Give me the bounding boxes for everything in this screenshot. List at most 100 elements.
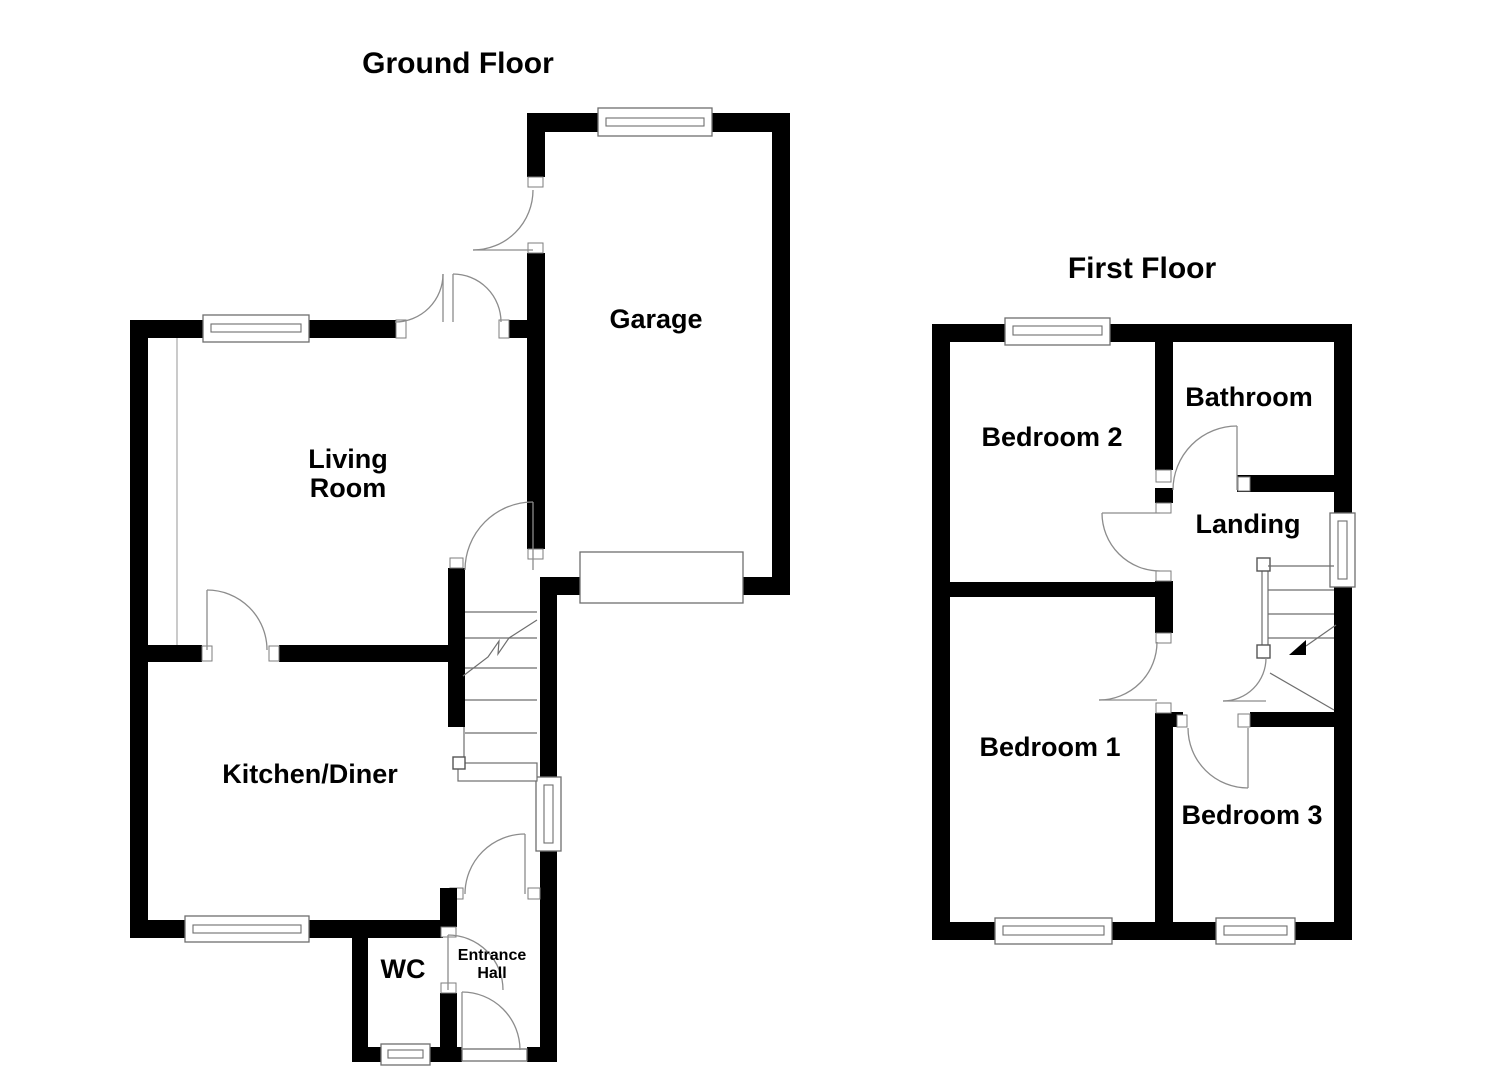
ground-floor-plan: Ground Floor	[130, 47, 790, 1066]
door-frame	[1155, 632, 1172, 644]
wall	[527, 113, 545, 177]
wall	[457, 1047, 462, 1062]
first-floor-title: First Floor	[1068, 252, 1217, 285]
living-hall-door	[464, 501, 534, 571]
door-frame	[527, 176, 544, 188]
wall	[527, 1047, 557, 1062]
door-arc	[461, 991, 521, 1051]
bedroom1-door	[1098, 632, 1172, 714]
stair-under-line	[1269, 672, 1335, 711]
window-glazing	[1012, 325, 1103, 336]
door-arc	[394, 273, 444, 323]
ground-floor-title: Ground Floor	[362, 47, 554, 80]
room-label-bedroom2: Bedroom 2	[981, 422, 1122, 452]
stair-bottom-step	[457, 762, 538, 782]
living-room-window	[202, 314, 310, 343]
wall	[148, 645, 202, 662]
wall	[932, 324, 950, 940]
wall	[307, 320, 397, 338]
stair-arrow	[1289, 640, 1306, 655]
window-glazing	[605, 117, 705, 127]
stair-newel	[452, 756, 466, 770]
wall	[352, 920, 368, 1062]
door-frame	[449, 557, 464, 569]
door-arc	[472, 189, 534, 251]
door-frame	[1237, 476, 1251, 492]
stair-rail	[1261, 562, 1269, 659]
wall	[950, 582, 1155, 597]
door-arc	[1187, 727, 1249, 789]
door-frame	[1237, 713, 1251, 728]
window-glazing	[1002, 925, 1105, 936]
door-arc	[1222, 657, 1267, 702]
window-glazing	[192, 924, 302, 934]
door-arc	[452, 273, 502, 323]
wall	[440, 645, 448, 662]
stair-break-line	[462, 619, 538, 677]
door-arc	[464, 833, 526, 895]
wall	[1155, 713, 1173, 922]
wall	[1155, 342, 1173, 470]
door-arc	[1172, 425, 1238, 491]
stair-newel	[1256, 557, 1271, 572]
window-glazing	[387, 1049, 424, 1059]
wall	[440, 993, 457, 1047]
door-arc	[1101, 512, 1161, 572]
wall	[1155, 581, 1173, 633]
front-door	[461, 991, 528, 1062]
bedroom3-window	[1215, 917, 1296, 945]
room-label-landing: Landing	[1196, 509, 1301, 539]
door-frame	[1155, 502, 1172, 514]
stair-direction-line	[1305, 624, 1337, 647]
staircase-first	[1222, 557, 1337, 711]
hall-entrance-door	[449, 833, 541, 900]
window-glazing	[1337, 520, 1348, 580]
landing-window	[1329, 512, 1356, 588]
door-arc	[464, 501, 534, 571]
bedroom2-window	[1004, 317, 1111, 346]
bedroom2-door	[1101, 502, 1172, 582]
window-glazing	[1223, 925, 1288, 936]
wall	[1334, 324, 1352, 513]
wc-window	[380, 1043, 431, 1066]
door-frame	[1155, 702, 1172, 714]
room-label-garage: Garage	[609, 304, 702, 334]
wall	[130, 320, 205, 338]
room-label-bedroom3: Bedroom 3	[1181, 800, 1322, 830]
wall	[540, 595, 557, 778]
door-arc	[206, 589, 268, 651]
window-glazing	[543, 784, 554, 844]
wall	[1237, 475, 1352, 492]
french-doors	[394, 273, 510, 339]
wall	[440, 888, 457, 927]
wc-door	[440, 926, 504, 994]
wall	[505, 320, 529, 338]
staircase-ground	[452, 611, 538, 782]
door-frame	[1176, 714, 1188, 728]
room-label-wc: WC	[381, 954, 426, 984]
wall	[148, 920, 187, 938]
kitchen-living-door	[201, 589, 280, 662]
wall	[279, 645, 465, 662]
bedroom3-door	[1176, 713, 1251, 789]
stair-newel	[1256, 644, 1271, 659]
bathroom-door	[1155, 425, 1251, 492]
wall	[1155, 488, 1173, 503]
wall	[1250, 712, 1352, 727]
bedroom1-window	[994, 917, 1113, 945]
landing-stair-door	[1222, 657, 1267, 702]
wall	[932, 324, 1352, 342]
wall	[307, 920, 443, 938]
door-frame	[395, 319, 407, 339]
wall	[428, 1047, 457, 1062]
room-label-kitchen-diner: Kitchen/Diner	[222, 759, 398, 789]
wall	[772, 113, 790, 595]
garage-door	[579, 551, 744, 604]
wall	[448, 568, 465, 727]
wall	[352, 1047, 383, 1062]
door-frame	[527, 548, 544, 560]
wall	[540, 850, 557, 1062]
hall-window	[535, 776, 562, 852]
